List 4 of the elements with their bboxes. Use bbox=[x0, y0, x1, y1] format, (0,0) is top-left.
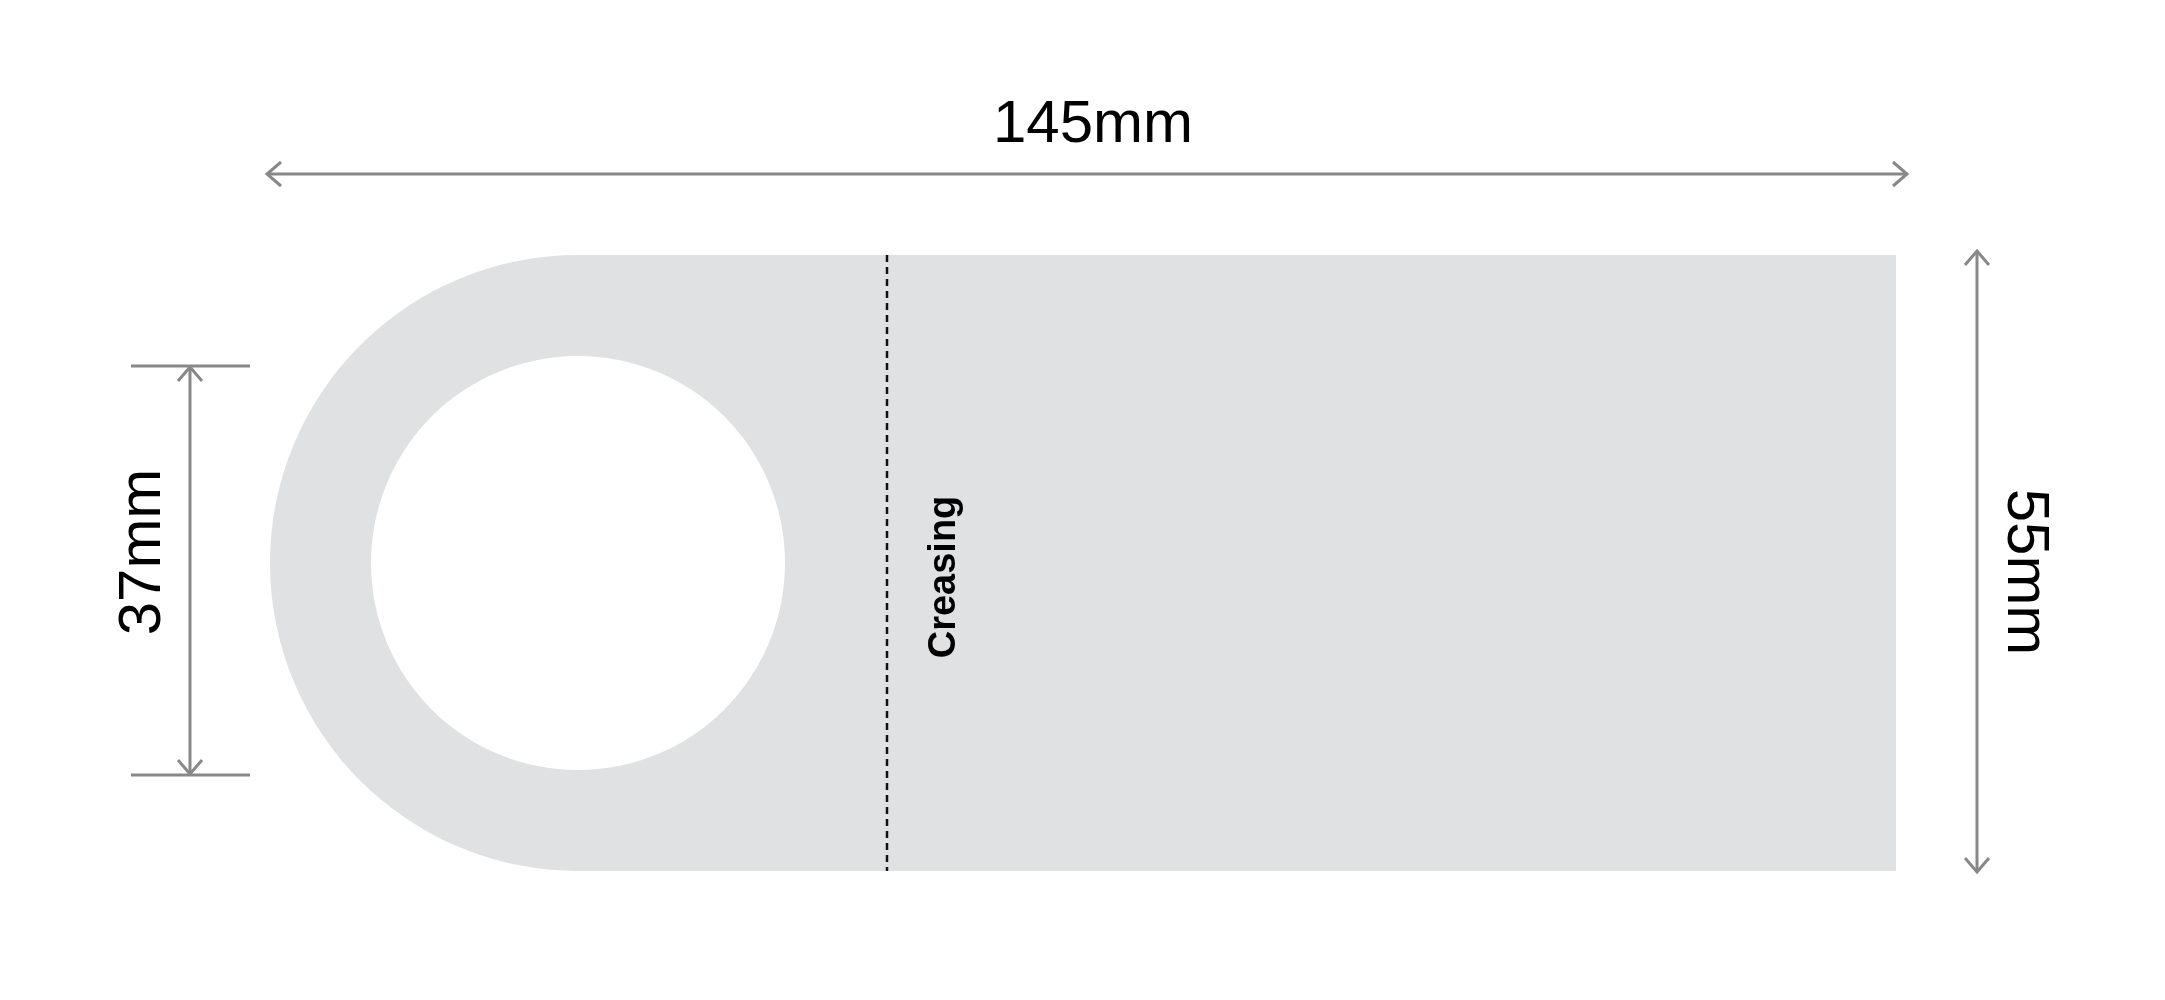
dimension-label: 145mm bbox=[992, 92, 1194, 152]
crease-label: Creasing bbox=[923, 495, 961, 659]
dimension-label: 37mm bbox=[110, 468, 170, 636]
dimension-label: 55mm bbox=[1998, 488, 2058, 656]
